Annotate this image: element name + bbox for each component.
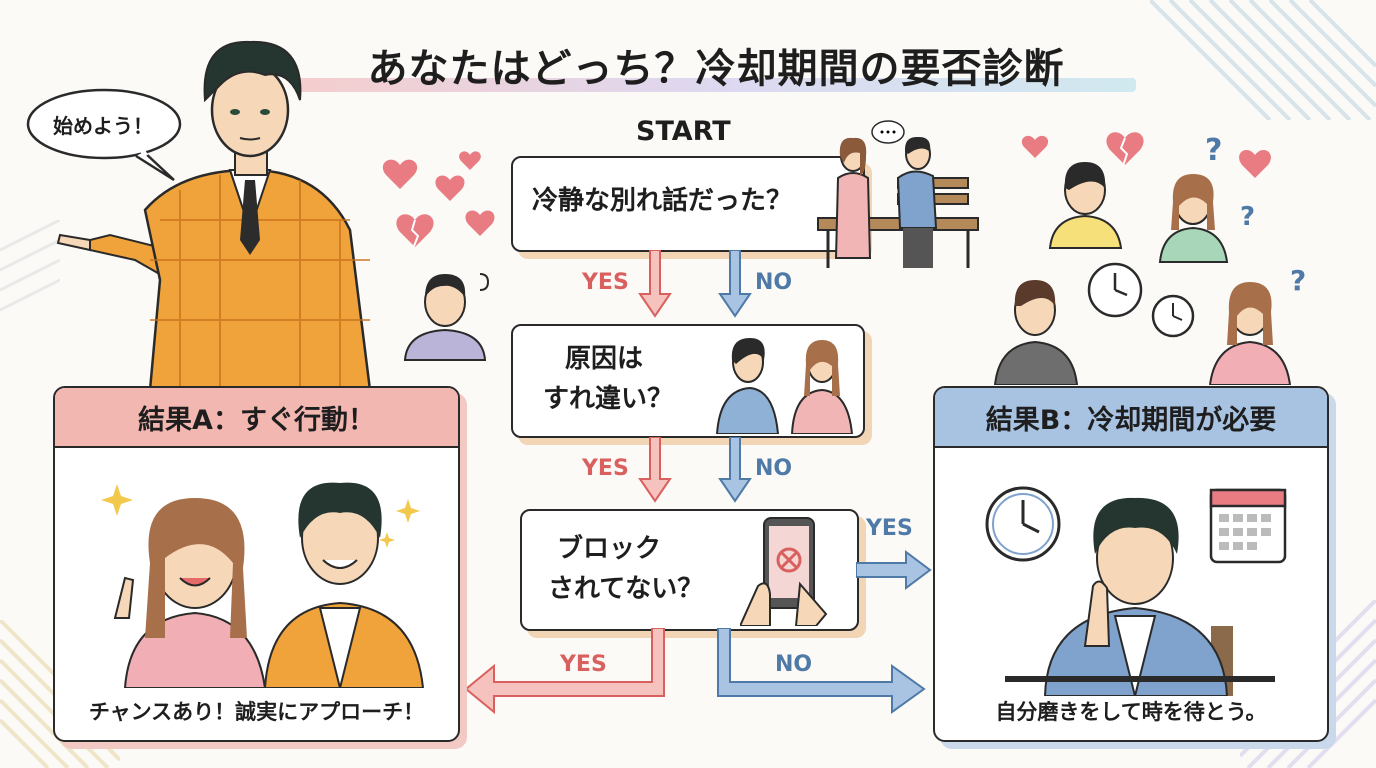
arrows-q1-to-q2 (638, 250, 752, 318)
q3-down-yes-label: YES (560, 652, 607, 677)
worried-man-illustration (403, 273, 490, 361)
worried-people-illustration: ? ? ? (993, 132, 1305, 385)
result-b-heading: 結果B：冷却期間が必要 (935, 388, 1327, 448)
question-1-text: 冷静な別れ話だった？ (532, 186, 793, 216)
decorative-stripes-top-right (1150, 0, 1376, 120)
svg-text:?: ? (1240, 202, 1255, 232)
question-2-line-2: すれ違い？ (543, 384, 674, 414)
result-a-caption: チャンスあり！誠実にアプローチ！ (88, 700, 425, 724)
page-title-text: あなたはどっち？冷却期間の要否診断 (367, 46, 1065, 92)
happy-couple-illustration (101, 482, 425, 688)
host-character-illustration (56, 40, 372, 390)
couple-on-bench-illustration (817, 120, 979, 268)
question-3-line-2: されてない？ (548, 574, 704, 604)
q2-yes-label: YES (582, 456, 629, 481)
speech-bubble: 始めよう！ (26, 88, 182, 182)
page-title: あなたはどっち？冷却期間の要否診断 (296, 34, 1136, 96)
speech-bubble-shape (26, 88, 182, 182)
q2-no-label: NO (755, 456, 793, 481)
result-a-heading-text: 結果A：すぐ行動！ (138, 404, 375, 436)
waiting-man-illustration (985, 486, 1287, 696)
arrows-q2-to-q3 (638, 437, 752, 503)
svg-text:?: ? (1290, 264, 1305, 297)
hearts-decoration-left (382, 151, 495, 247)
q1-no-label: NO (755, 270, 793, 295)
q1-yes-label: YES (582, 270, 629, 295)
start-label: START (636, 116, 731, 147)
arrow-q3-to-result-b-yes (856, 550, 932, 590)
result-a-heading: 結果A：すぐ行動！ (55, 388, 458, 448)
q3-right-yes-label: YES (866, 516, 913, 541)
result-b-box: 結果B：冷却期間が必要 自分磨きをして時を待とう。 (933, 386, 1329, 742)
question-3-line-1: ブロック (557, 534, 662, 564)
svg-text:?: ? (1205, 133, 1222, 168)
result-b-heading-text: 結果B：冷却期間が必要 (985, 404, 1277, 436)
result-b-caption: 自分磨きをして時を待とう。 (995, 700, 1267, 724)
speech-bubble-text: 始めよう！ (53, 114, 153, 138)
estranged-couple-illustration (715, 338, 854, 434)
title-highlight (296, 78, 1136, 92)
smartphone-block-icon (740, 517, 828, 626)
q3-down-no-label: NO (775, 652, 813, 677)
question-2-line-1: 原因は (565, 344, 644, 374)
arrow-q3-to-result-b-no (717, 628, 926, 714)
result-a-box: 結果A：すぐ行動！ チャンスあり！誠実にアプローチ！ (53, 386, 460, 742)
question-box-1 (511, 156, 865, 252)
arrow-q3-to-result-a-yes (464, 628, 665, 715)
